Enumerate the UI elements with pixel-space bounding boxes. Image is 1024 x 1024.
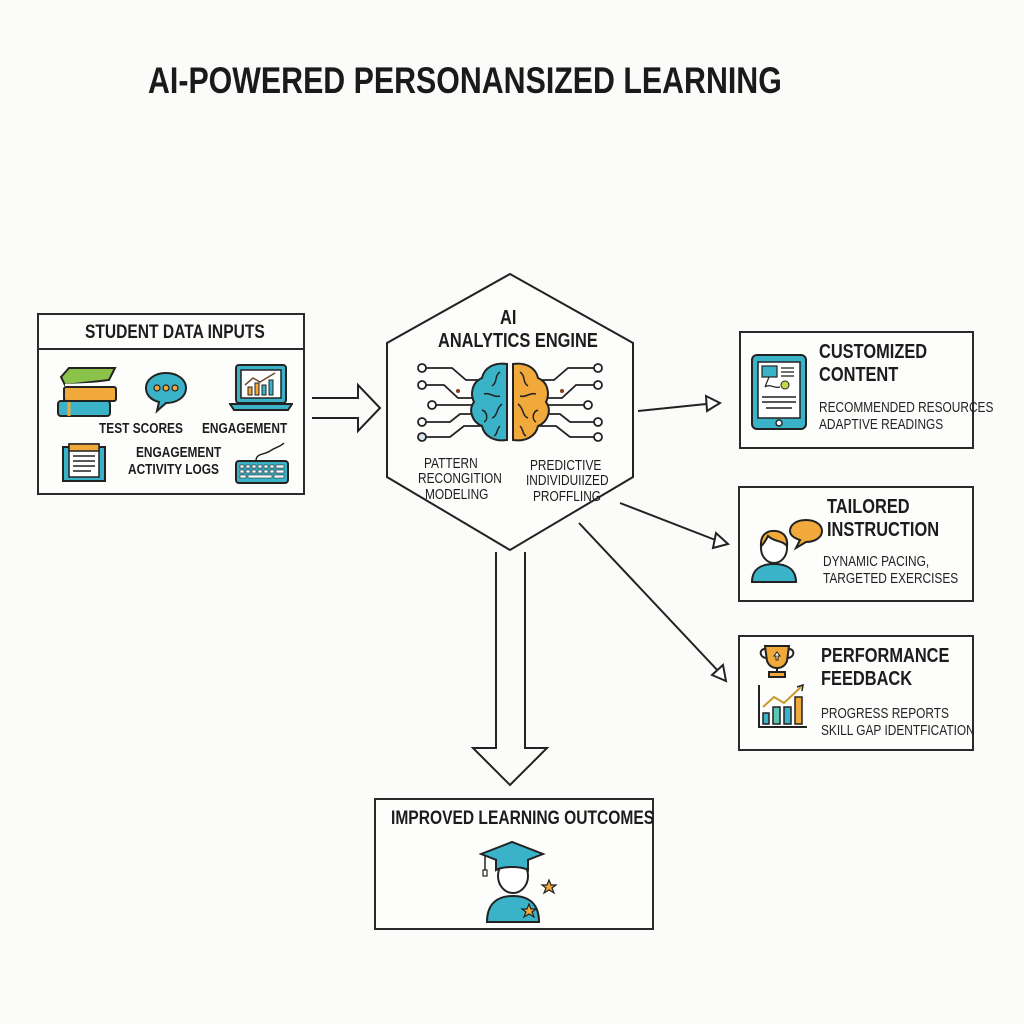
student-data-inputs-panel: STUDENT DATA INPUTS TEST SCORES ENGAGEME…: [37, 313, 305, 495]
output-title-line: CONTENT: [819, 364, 899, 386]
trophy-icon: [759, 645, 795, 678]
output-title-line: FEEDBACK: [821, 668, 913, 690]
page-title: AI-POWERED PERSONANSIZED LEARNING: [148, 60, 782, 101]
engine-to-content-arrow: [637, 394, 723, 413]
output-detail-line: RECOMMENDED RESOURCES: [819, 400, 994, 416]
performance-feedback-panel: PERFORMANCE FEEDBACK PROGRESS REPORTS SK…: [738, 635, 975, 751]
graduate-icon: [479, 840, 558, 923]
document-icon: [62, 443, 106, 482]
output-detail-line: PROGRESS REPORTS: [821, 706, 949, 722]
engine-left-line: PATTERN: [424, 456, 478, 472]
chat-bubble-icon: [144, 371, 188, 414]
output-detail-line: ADAPTIVE READINGS: [819, 417, 944, 433]
growth-chart-icon: [758, 683, 807, 728]
customized-content-panel: CUSTOMIZED CONTENT RECOMMENDED RESOURCES…: [739, 331, 993, 449]
activity-logs-label-line2: ACTIVITY LOGS: [128, 462, 219, 478]
output-title-line: PERFORMANCE: [821, 645, 950, 667]
laptop-chart-icon: [229, 364, 293, 411]
engine-title-line2: ANALYTICS ENGINE: [438, 330, 598, 352]
learning-outcomes-panel: IMPROVED LEARNING OUTCOMES: [374, 798, 654, 930]
tailored-instruction-panel: TAILORED INSTRUCTION DYNAMIC PACING, TAR…: [738, 486, 974, 602]
inputs-heading: STUDENT DATA INPUTS: [85, 322, 265, 343]
engine-left-line: RECONGITION: [418, 471, 502, 487]
input-to-engine-arrow: [312, 382, 382, 434]
engine-title-line1: AI: [500, 307, 517, 329]
output-title-line: CUSTOMIZED: [819, 341, 928, 363]
engine-left-line: MODELING: [425, 487, 489, 503]
engine-to-feedback-arrow: [578, 522, 728, 683]
tutor-speech-icon: [750, 518, 824, 583]
engine-to-outcome-arrow: [470, 552, 550, 787]
output-title-line: TAILORED: [827, 496, 910, 518]
engine-right-line: PREDICTIVE: [530, 458, 602, 474]
tablet-icon: [751, 354, 807, 430]
output-detail-line: DYNAMIC PACING,: [823, 554, 930, 570]
outcome-heading: IMPROVED LEARNING OUTCOMES: [391, 808, 655, 829]
circuit-brain-icon: [417, 362, 603, 442]
output-detail-line: TARGETED EXERCISES: [823, 571, 959, 587]
engagement-label: ENGAGEMENT: [202, 421, 288, 437]
engine-right-line: INDIVIDUIIZED: [526, 473, 609, 489]
test-scores-label: TEST SCORES: [99, 421, 183, 437]
inputs-heading-bar: [39, 315, 303, 350]
books-icon: [57, 367, 117, 417]
output-title-line: INSTRUCTION: [827, 519, 940, 541]
output-detail-line: SKILL GAP IDENTFICATION: [821, 723, 975, 739]
activity-logs-label-line1: ENGAGEMENT: [136, 445, 222, 461]
engine-right-line: PROFFLING: [533, 489, 602, 505]
engine-to-instruction-arrow: [619, 502, 731, 550]
keyboard-icon: [235, 442, 289, 484]
